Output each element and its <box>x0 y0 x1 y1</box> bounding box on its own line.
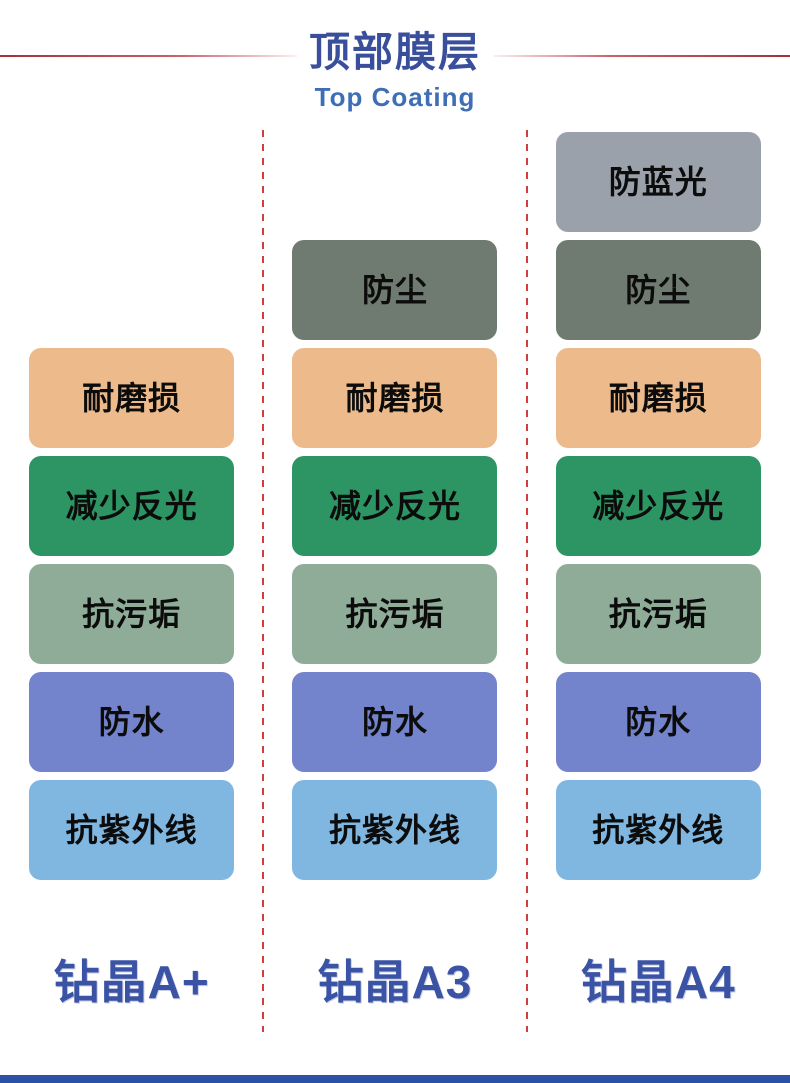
feature-block: 抗紫外线 <box>292 780 498 880</box>
feature-block: 抗紫外线 <box>29 780 235 880</box>
coating-column-2: 防尘耐磨损减少反光抗污垢防水抗紫外线 <box>263 130 526 880</box>
coating-columns: 耐磨损减少反光抗污垢防水抗紫外线防尘耐磨损减少反光抗污垢防水抗紫外线防蓝光防尘耐… <box>0 130 790 880</box>
feature-block: 防尘 <box>555 240 761 340</box>
feature-block-label: 抗紫外线 <box>592 812 725 848</box>
feature-block-label: 抗污垢 <box>608 596 708 632</box>
feature-block: 防水 <box>292 672 498 772</box>
feature-block: 耐磨损 <box>292 348 498 448</box>
feature-block: 减少反光 <box>29 456 235 556</box>
feature-block-label: 抗紫外线 <box>328 812 461 848</box>
feature-block-label: 耐磨损 <box>82 380 182 416</box>
feature-block: 减少反光 <box>555 456 761 556</box>
feature-block-label: 防水 <box>98 704 165 740</box>
feature-block-label: 抗紫外线 <box>65 812 198 848</box>
header-rule-left <box>0 55 297 57</box>
feature-block-label: 防蓝光 <box>608 164 708 200</box>
feature-block-label: 耐磨损 <box>345 380 445 416</box>
product-labels-row: 钻晶A+ 钻晶A3 钻晶A4 <box>0 942 790 1022</box>
coating-column-1: 耐磨损减少反光抗污垢防水抗紫外线 <box>0 130 263 880</box>
column-divider-1 <box>262 130 264 1032</box>
feature-block: 抗污垢 <box>555 564 761 664</box>
feature-block: 防蓝光 <box>555 132 761 232</box>
feature-block: 防水 <box>29 672 235 772</box>
feature-block: 抗污垢 <box>29 564 235 664</box>
column-divider-2 <box>526 130 528 1032</box>
footer-accent-bar <box>0 1075 790 1083</box>
feature-block-label: 防尘 <box>361 272 428 308</box>
feature-block: 减少反光 <box>292 456 498 556</box>
header-rule-right <box>493 55 790 57</box>
feature-block-label: 抗污垢 <box>82 596 182 632</box>
product-label-2: 钻晶A3 <box>317 956 473 1008</box>
coating-column-3: 防蓝光防尘耐磨损减少反光抗污垢防水抗紫外线 <box>527 130 790 880</box>
feature-block: 耐磨损 <box>29 348 235 448</box>
feature-block: 抗紫外线 <box>555 780 761 880</box>
feature-block: 抗污垢 <box>292 564 498 664</box>
feature-block-label: 减少反光 <box>592 488 725 524</box>
feature-block-label: 抗污垢 <box>345 596 445 632</box>
feature-block-label: 防水 <box>361 704 428 740</box>
page-title: 顶部膜层 <box>309 29 481 75</box>
product-label-1: 钻晶A+ <box>53 956 210 1008</box>
feature-block: 防尘 <box>292 240 498 340</box>
feature-block-label: 防水 <box>625 704 692 740</box>
feature-block-label: 减少反光 <box>65 488 198 524</box>
page-subtitle: Top Coating <box>314 82 476 112</box>
product-label-3: 钻晶A4 <box>580 956 736 1008</box>
feature-block-label: 耐磨损 <box>608 380 708 416</box>
feature-block: 防水 <box>555 672 761 772</box>
feature-block: 耐磨损 <box>555 348 761 448</box>
feature-block-label: 减少反光 <box>328 488 461 524</box>
feature-block-label: 防尘 <box>625 272 692 308</box>
